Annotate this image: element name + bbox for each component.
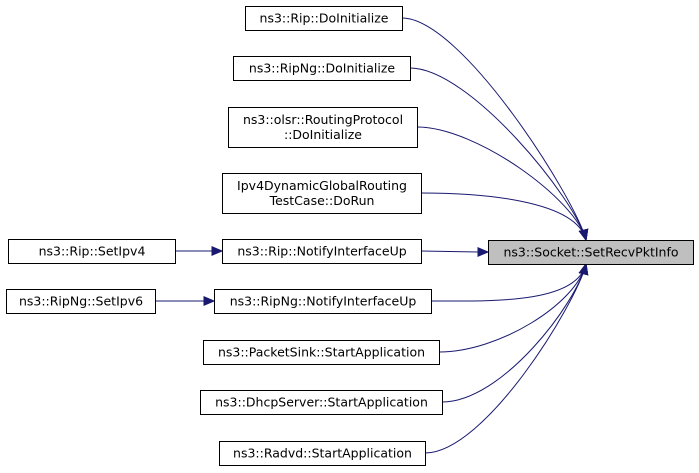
edge-n6-to-n_root — [430, 262, 589, 302]
edge-line — [420, 250, 479, 253]
node-ns3-rip-doinitialize[interactable]: ns3::Rip::DoInitialize — [245, 6, 403, 31]
node-ns3-dhcpserver-startapplication[interactable]: ns3::DhcpServer::StartApplication — [200, 390, 443, 415]
edge-n11-to-n6 — [155, 296, 216, 306]
node-label: Ipv4DynamicGlobalRouting — [237, 178, 407, 193]
node-ns3-ripng-doinitialize[interactable]: ns3::RipNg::DoInitialize — [233, 56, 411, 81]
node-box — [245, 6, 403, 31]
edge-line — [420, 192, 587, 241]
edge-arrowhead — [211, 246, 224, 256]
node-box — [214, 289, 432, 314]
node-label: ns3::Rip::DoInitialize — [260, 11, 389, 26]
edge-line — [416, 126, 587, 241]
edge-line — [401, 17, 587, 241]
node-label: ns3::RipNg::NotifyInterfaceUp — [230, 294, 417, 309]
node-label: ns3::Rip::NotifyInterfaceUp — [237, 244, 406, 259]
edge-n9-to-n_root — [424, 262, 589, 454]
node-box — [222, 173, 422, 214]
edge-n10-to-n5 — [175, 246, 224, 256]
node-label: ns3::RipNg::DoInitialize — [249, 61, 396, 76]
edge-arrowhead — [578, 228, 589, 242]
node-label: ::DoInitialize — [284, 127, 362, 142]
node-label: TestCase::DoRun — [269, 193, 375, 208]
edge-n3-to-n_root — [416, 126, 589, 242]
edge-n8-to-n_root — [441, 262, 589, 403]
node-ns3-rip-setipv4[interactable]: ns3::Rip::SetIpv4 — [8, 239, 176, 264]
edge-line — [409, 67, 587, 241]
node-box — [233, 56, 411, 81]
node-ns3-socket-setrecvpktinfo[interactable]: ns3::Socket::SetRecvPktInfo — [488, 240, 694, 265]
node-label: ns3::Radvd::StartApplication — [233, 446, 412, 461]
edge-n4-to-n_root — [420, 192, 589, 242]
node-box — [200, 390, 443, 415]
node-label: ns3::DhcpServer::StartApplication — [215, 395, 428, 410]
node-box — [203, 340, 440, 365]
edge-arrowhead — [203, 296, 216, 306]
node-ns3-ripng-setipv6[interactable]: ns3::RipNg::SetIpv6 — [6, 289, 156, 314]
edge-line — [430, 263, 587, 302]
edge-line — [424, 263, 587, 454]
node-label: ns3::RipNg::SetIpv6 — [19, 294, 143, 309]
edge-n5-to-n_root — [420, 247, 490, 257]
edge-line — [438, 263, 587, 353]
node-box — [228, 107, 418, 148]
node-label: ns3::olsr::RoutingProtocol — [243, 112, 403, 127]
edge-n1-to-n_root — [401, 17, 589, 242]
node-box — [6, 289, 156, 314]
edge-arrowhead — [578, 262, 589, 276]
node-label: ns3::Rip::SetIpv4 — [39, 244, 146, 259]
node-ns3-rip-notifyinterfaceup[interactable]: ns3::Rip::NotifyInterfaceUp — [222, 239, 422, 264]
node-ns3-radvd-startapplication[interactable]: ns3::Radvd::StartApplication — [219, 441, 426, 466]
edge-n7-to-n_root — [438, 262, 589, 353]
node-box — [488, 240, 694, 265]
node-box — [222, 239, 422, 264]
edge-arrowhead — [477, 247, 490, 257]
nodes: ns3::Socket::SetRecvPktInfo ns3::Rip::DoI… — [6, 6, 694, 466]
node-label: ns3::PacketSink::StartApplication — [218, 345, 425, 360]
node-ns3-olsr-routingprotocol-doinitialize[interactable]: ns3::olsr::RoutingProtocol::DoInitialize — [228, 107, 418, 148]
edges — [155, 17, 589, 454]
node-box — [8, 239, 176, 264]
node-ns3-packetsink-startapplication[interactable]: ns3::PacketSink::StartApplication — [203, 340, 440, 365]
node-box — [219, 441, 426, 466]
node-label: ns3::Socket::SetRecvPktInfo — [503, 245, 678, 260]
node-ns3-ripng-notifyinterfaceup[interactable]: ns3::RipNg::NotifyInterfaceUp — [214, 289, 432, 314]
